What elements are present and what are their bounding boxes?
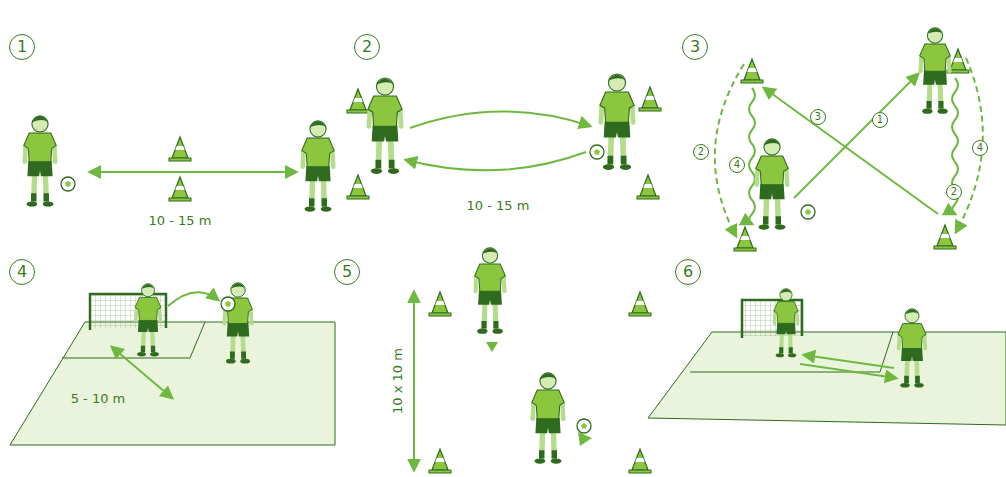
player-figure [368,78,402,174]
player-figure [898,309,926,388]
drill-number: 1 [9,34,35,60]
step-number: 4 [972,140,988,156]
distance-label: 10 x 10 m [390,346,405,416]
ball [590,145,604,159]
ball [61,177,75,191]
shot-arrow [168,292,218,306]
distance-label: 10 - 15 m [465,198,532,213]
pass-arrow [804,355,894,368]
ball [221,297,235,311]
player-figure [600,74,634,170]
pass-arrow [794,74,918,198]
drill-three [715,28,983,251]
distance-label: 5 - 10 m [69,391,128,406]
run-path [715,64,744,236]
drill-number: 5 [334,259,360,285]
ball [801,205,815,219]
pass-arrow [406,152,586,170]
cone [734,227,756,251]
cone [639,87,661,111]
step-number: 2 [946,184,962,200]
goalkeeper-figure [774,289,798,358]
cone [347,175,369,199]
player-figure [532,373,564,464]
drill-two [347,74,661,199]
cone [741,59,763,83]
direction-marker [486,342,498,352]
distance-arrow [90,171,296,173]
cone [169,137,191,161]
pitch [648,332,1006,425]
cone [429,292,451,316]
drill-five [414,248,651,473]
drill-number: 3 [682,34,708,60]
pitch [10,322,335,445]
dribble-path [749,88,755,224]
drill-one [24,116,334,212]
cone [169,177,191,201]
cone [429,449,451,473]
player-figure [920,28,951,114]
player-figure [302,121,334,212]
player-figure [475,248,506,334]
drill-number: 6 [675,259,701,285]
pass-arrow [764,88,938,214]
player-figure [24,116,56,207]
goalkeeper-figure [135,284,161,357]
player-figure [224,283,253,364]
step-number: 3 [810,109,826,125]
pass-arrow [410,111,590,128]
cone [347,89,369,113]
cone [934,225,956,249]
drill-six [648,289,1006,425]
cone [629,449,651,473]
player-figure [756,139,788,230]
cone [637,175,659,199]
step-number: 2 [693,144,709,160]
distance-arrow [112,347,172,398]
drill-four [10,283,335,445]
drill-number: 2 [354,34,380,60]
ball [577,419,591,433]
direction-marker [578,432,592,446]
distance-label: 10 - 15 m [147,213,214,228]
step-number: 4 [729,157,745,173]
cone [629,292,651,316]
distance-arrow [413,292,415,470]
drill-number: 4 [9,259,35,285]
step-number: 1 [872,112,888,128]
